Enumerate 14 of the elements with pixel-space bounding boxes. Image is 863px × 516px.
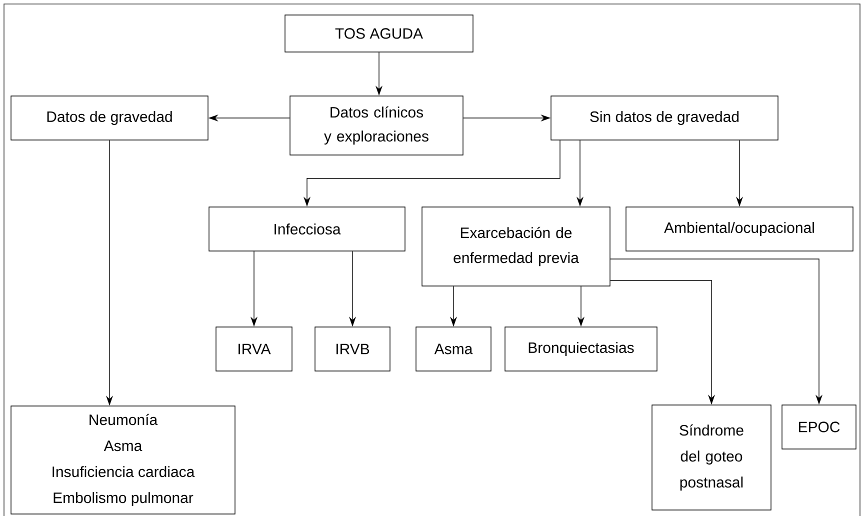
flow-box: Síndrome del goteo postnasal	[652, 404, 772, 510]
flow-box: Asma	[416, 326, 492, 372]
flow-box: EPOC	[782, 404, 856, 450]
flow-box: Datos clínicos y exploraciones	[290, 96, 464, 156]
flow-box: Neumonía Asma Insuficiencia cardiaca Embolismo pulmonar	[10, 406, 236, 514]
flow-box: Bronquiectasias	[504, 326, 658, 372]
flow-box: IRVB	[314, 326, 390, 372]
flow-box: Ambiental/ocupacional	[626, 206, 854, 252]
flow-box: Datos de gravedad	[10, 96, 208, 140]
flow-box: TOS AGUDA	[284, 14, 474, 52]
flow-box: IRVA	[216, 326, 292, 372]
flow-box: Infecciosa	[208, 206, 406, 252]
flow-box: Sin datos de gravedad	[550, 96, 778, 140]
flow-box: Exarcebación de enfermedad previa	[422, 206, 610, 286]
